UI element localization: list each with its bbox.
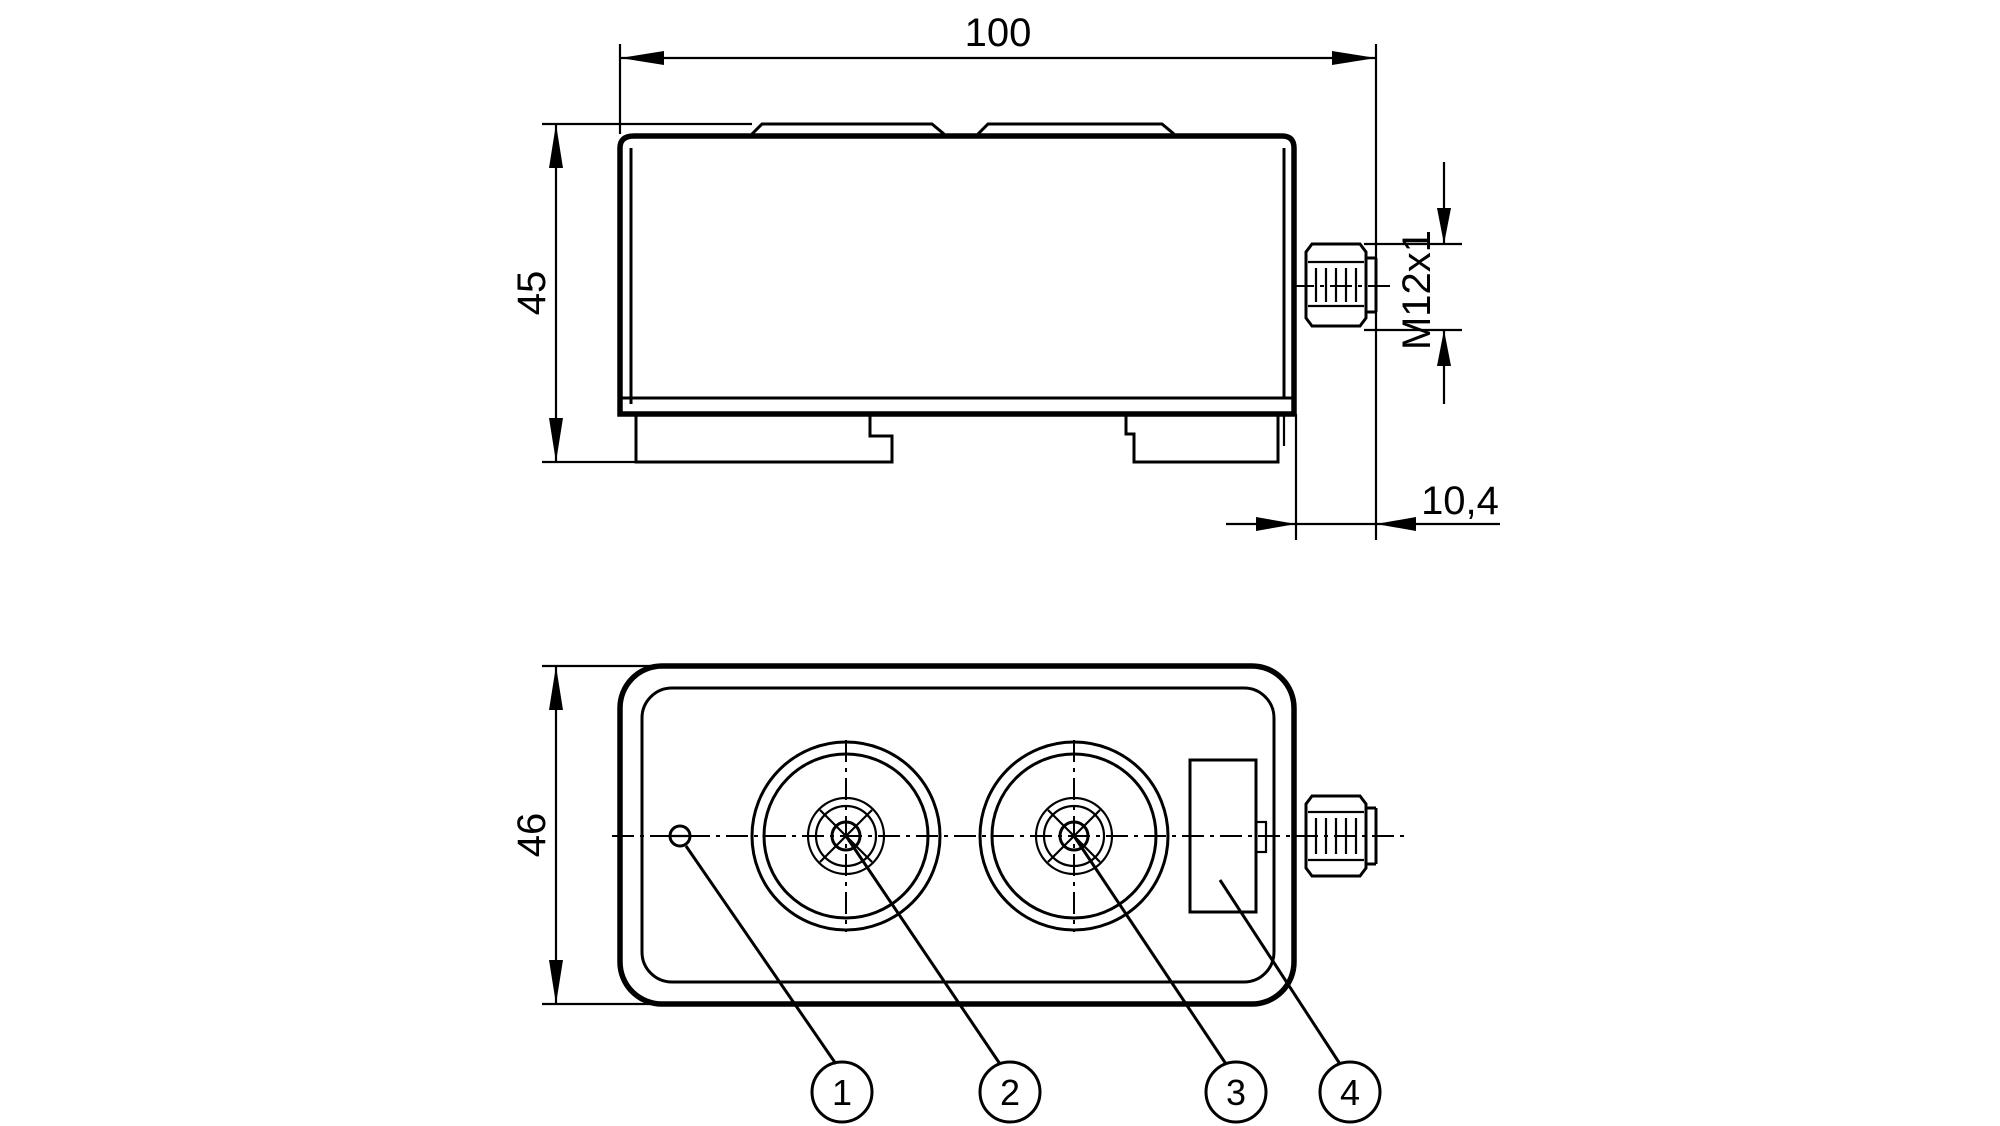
dimension-thread-label: M12x1 [1395,230,1439,350]
callout-4-label: 4 [1340,1072,1360,1113]
base-clip-right [1124,414,1280,464]
label-field [1188,758,1268,914]
dimension-thread: M12x1 [1364,162,1462,404]
callout-3: 3 [1204,1060,1268,1124]
leader-3 [1072,835,1228,1065]
dimension-offset-label: 10,4 [1421,479,1499,523]
callout-1: 1 [810,1060,874,1124]
m12-connector-side [1292,242,1396,328]
callout-2-label: 2 [1000,1072,1020,1113]
dimension-height-label: 45 [510,271,554,316]
callout-3-label: 3 [1226,1072,1246,1113]
top-view: 46 1 2 3 4 [510,663,1406,1124]
leader-2 [844,835,1002,1065]
top-plug-right [976,122,1175,136]
dimension-width-label: 100 [965,11,1032,55]
dimension-connector-offset: 10,4 [1226,446,1500,540]
led-indicator [668,824,692,848]
socket-2 [978,740,1170,932]
top-plug-left [750,122,945,136]
callout-4: 4 [1318,1060,1382,1124]
dimension-height: 45 [510,122,752,464]
dimension-width: 100 [618,11,1378,540]
callout-2: 2 [978,1060,1042,1124]
leader-1 [684,845,838,1065]
dimension-depth: 46 [510,664,660,1006]
leader-4 [1218,879,1342,1065]
callout-1-label: 1 [832,1072,852,1113]
side-view: 100 45 M12x1 10,4 [510,11,1500,540]
base-clip-left [634,414,894,464]
socket-1 [750,740,942,932]
dimension-depth-label: 46 [510,813,554,858]
housing-body [617,133,1297,417]
m12-connector-top [1304,794,1378,878]
